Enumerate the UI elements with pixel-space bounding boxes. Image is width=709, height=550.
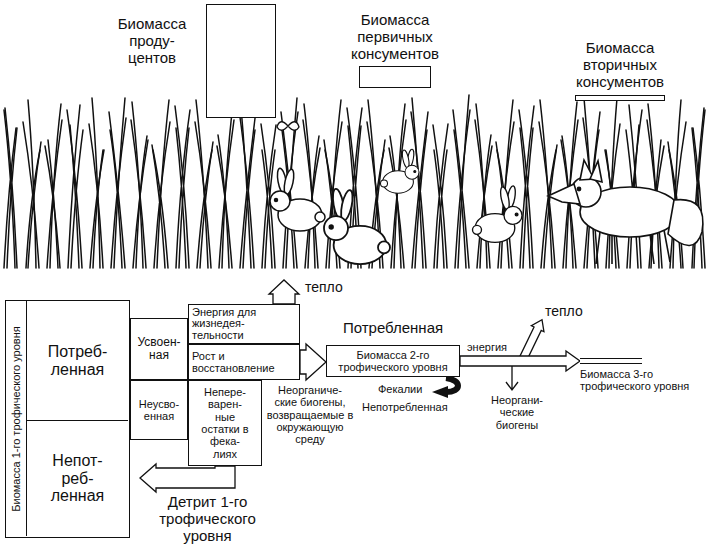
detritus-label: Детрит 1-го трофического уровня — [140, 470, 275, 544]
biomass-bar-line — [580, 358, 642, 364]
biomass-label: Биомасса проду- центов — [104, 4, 276, 118]
node-text: Непот- реб- ленная — [45, 452, 110, 506]
heat-label: тепло — [305, 280, 343, 296]
fox-tail — [668, 200, 703, 246]
node-text: тепло — [305, 280, 343, 296]
node-text: Усвоен- ная — [134, 336, 184, 363]
node-text: Потребленная — [326, 320, 460, 337]
biomass-label: Биомасса первичных консументов — [330, 12, 460, 88]
biomass-box-outline: Биомасса 2-го трофического уровня — [326, 345, 460, 378]
fox-eye — [577, 187, 580, 190]
node-text: Биомасса 1-го трофического уровня — [10, 326, 22, 511]
grass-blades — [5, 95, 705, 268]
biomass-rect — [206, 4, 276, 118]
assimilated-box: Усвоен- ная — [130, 318, 188, 380]
energy-box: Энергия для жизнедея- тельности — [188, 304, 300, 344]
node-text: Непере- варен- ные остатки в фека- лиях — [198, 386, 252, 460]
node-text: Биомасса проду- центов — [104, 4, 200, 66]
fox — [548, 160, 703, 264]
rabbit — [381, 149, 420, 193]
node-text: Неусво- енная — [134, 398, 184, 423]
flow-note: Неоргани- ческие биогены — [486, 394, 548, 431]
grass-blades — [4, 95, 704, 268]
flow-arrow — [269, 280, 299, 304]
faeces-head — [432, 386, 448, 398]
node-text: Биомасса 3-го трофического уровня — [580, 368, 700, 393]
node-text: Биомасса вторичных консументов — [555, 40, 685, 90]
node-text: Рост и восстановление — [192, 350, 292, 375]
fox-ear — [590, 161, 602, 182]
undigested-box: Непере- варен- ные остатки в фека- лиях — [188, 380, 262, 466]
heat-label: тепло — [545, 304, 583, 320]
flow-note: Фекалии — [378, 383, 422, 395]
rabbit — [473, 185, 523, 242]
nutrient-arrow — [506, 366, 518, 390]
consumed-cell: Потреб- ленная — [26, 301, 128, 421]
biomass-box: ПотребленнаяБиомасса 2-го трофического у… — [326, 320, 460, 377]
node-text: Детрит 1-го трофического уровня — [140, 494, 275, 544]
trophic-level-box: Биомасса 1-го трофического уровня Потреб-… — [5, 300, 130, 538]
faeces-arrow — [432, 378, 458, 398]
biomass-bar: Биомасса 3-го трофического уровня — [580, 358, 700, 393]
node-text: Энергия для жизнедея- тельности — [192, 307, 267, 342]
grass — [4, 95, 705, 268]
flow-note: Непотребленная — [362, 401, 448, 413]
flow-note: Неорганиче- ские биогены, возвращаемые в… — [266, 384, 354, 446]
node-text: Биомасса первичных консументов — [330, 12, 460, 62]
rabbits — [270, 149, 522, 264]
butterfly — [277, 122, 299, 131]
node-text: тепло — [545, 304, 583, 320]
biomass-rect — [575, 95, 665, 101]
rabbit — [270, 168, 325, 231]
unassimilated-box: Неусво- енная — [130, 380, 188, 440]
growth-box: Рост и восстановление — [188, 344, 300, 380]
biomass-label: Биомасса вторичных консументов — [555, 40, 685, 101]
node-text: Потреб- ленная — [40, 343, 115, 379]
unconsumed-cell: Непот- реб- ленная — [26, 421, 128, 536]
node-text: Биомасса 2-го трофического уровня — [330, 349, 456, 374]
flow-arrow — [300, 344, 326, 380]
fox-snout — [548, 184, 580, 204]
flow-arrow — [460, 351, 580, 371]
rabbit — [324, 188, 390, 264]
edge-label: энергия — [466, 341, 508, 353]
flow-arrow — [140, 464, 235, 492]
biomass-rect — [359, 66, 431, 88]
